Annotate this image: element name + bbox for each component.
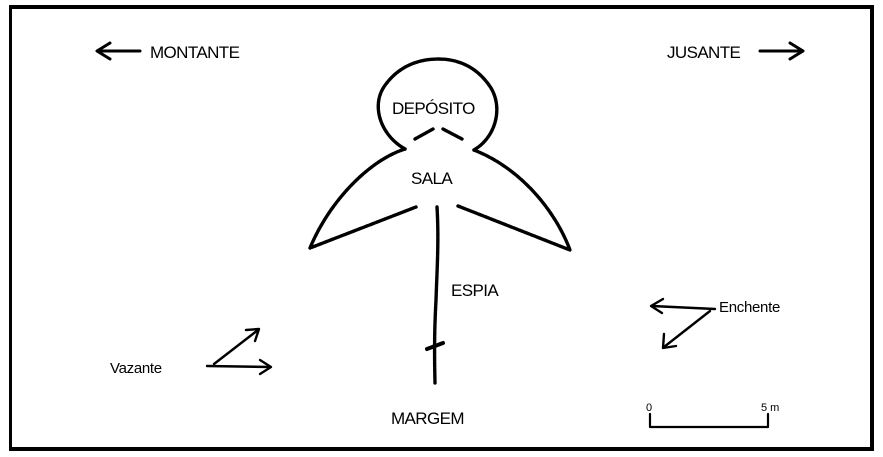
figure-frame — [9, 5, 874, 451]
funnel-left — [413, 127, 435, 141]
montante-arrow — [95, 41, 142, 61]
jusante-arrow — [758, 41, 805, 61]
sala-label: SALA — [411, 169, 453, 188]
montante-label: MONTANTE — [150, 43, 240, 62]
sala-right-wing — [456, 148, 572, 252]
enchente-label: Enchente — [719, 299, 780, 316]
espia-tie — [425, 341, 445, 351]
vazante-label: Vazante — [110, 360, 162, 377]
jusante-label: JUSANTE — [667, 43, 741, 62]
deposito-circle — [376, 57, 499, 152]
funnel-right — [441, 127, 464, 141]
enchente-arrow — [649, 297, 717, 350]
espia-label: ESPIA — [451, 281, 499, 300]
scale-bar — [648, 412, 770, 429]
scale-end-label: 5 m — [761, 402, 779, 414]
vazante-arrow — [205, 327, 273, 376]
scale-start-label: 0 — [646, 402, 652, 414]
deposito-label: DEPÓSITO — [392, 99, 475, 118]
sala-left-wing — [308, 147, 418, 250]
margem-label: MARGEM — [391, 409, 464, 428]
espia-leader — [432, 205, 440, 385]
